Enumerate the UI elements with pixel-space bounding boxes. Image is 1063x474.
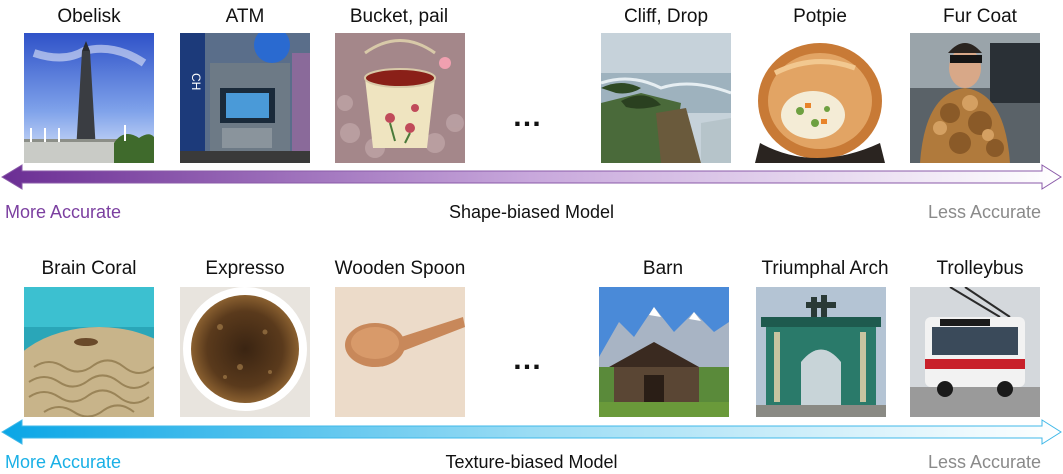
label-fur-coat: Fur Coat: [943, 6, 1017, 27]
less-accurate-shape: Less Accurate: [928, 202, 1042, 222]
image-fur-coat: [910, 33, 1040, 163]
svg-text:CH: CH: [189, 73, 203, 90]
accuracy-arrow-shape: [1, 164, 1062, 190]
label-barn: Barn: [642, 258, 684, 279]
label-atm: ATM: [225, 6, 265, 27]
image-bucket: [335, 33, 465, 163]
image-atm: CH: [180, 33, 310, 163]
ellipsis-row1: …: [512, 100, 543, 133]
label-cliff: Cliff, Drop: [623, 6, 709, 27]
accuracy-arrow-texture: [1, 419, 1062, 445]
image-potpie: [755, 33, 885, 163]
less-accurate-texture: Less Accurate: [928, 452, 1042, 472]
label-potpie: Potpie: [793, 6, 847, 27]
image-brain-coral: [24, 287, 154, 417]
image-expresso: [180, 287, 310, 417]
image-wooden-spoon: [335, 287, 465, 417]
image-triumphal-arch: [756, 287, 886, 417]
ellipsis-row2: …: [512, 343, 543, 376]
image-barn: [599, 287, 729, 417]
label-expresso: Expresso: [205, 258, 285, 279]
image-obelisk: [24, 33, 154, 163]
label-obelisk: Obelisk: [57, 6, 121, 27]
label-bucket: Bucket, pail: [349, 6, 449, 27]
label-trolleybus: Trolleybus: [936, 258, 1024, 279]
more-accurate-shape: More Accurate: [5, 202, 122, 222]
image-trolleybus: [910, 287, 1040, 417]
more-accurate-texture: More Accurate: [5, 452, 122, 472]
model-title-shape: Shape-biased Model: [448, 202, 615, 222]
label-brain-coral: Brain Coral: [41, 258, 137, 279]
label-wooden-spoon: Wooden Spoon: [334, 258, 466, 279]
image-cliff: [601, 33, 731, 163]
model-title-texture: Texture-biased Model: [445, 452, 618, 472]
label-triumphal-arch: Triumphal Arch: [761, 258, 889, 279]
